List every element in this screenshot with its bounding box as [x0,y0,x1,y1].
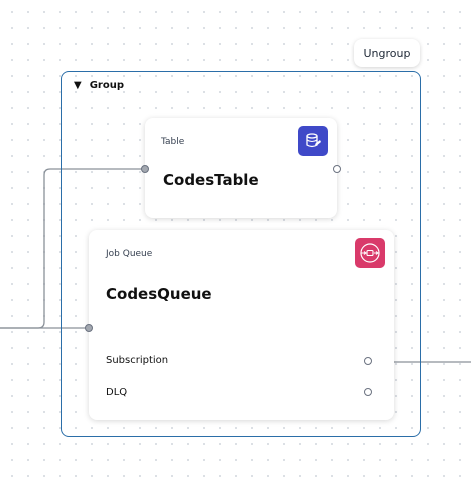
table-output-port[interactable] [333,165,341,173]
table-node-name: CodesTable [163,171,259,189]
group-label: Group [89,80,124,91]
table-node-type: Table [161,137,185,147]
message-queue-icon [355,238,385,268]
queue-node-type: Job Queue [106,249,153,259]
collapse-caret-icon[interactable]: ▼ [74,80,82,91]
group-header: ▼ Group [74,80,124,91]
subscription-output-port[interactable] [364,357,372,365]
table-node-card[interactable]: Table CodesTable [145,118,337,218]
ungroup-button[interactable]: Ungroup [354,39,420,67]
table-input-port[interactable] [141,165,149,173]
subscription-label: Subscription [106,355,169,366]
database-icon [298,126,328,156]
queue-input-port[interactable] [85,324,93,332]
queue-node-name: CodesQueue [106,285,212,303]
queue-node-card[interactable]: Job Queue CodesQueue Subscription DLQ [89,230,394,420]
dlq-label: DLQ [106,387,128,398]
dlq-output-port[interactable] [364,388,372,396]
group-container[interactable]: ▼ Group [61,71,421,437]
